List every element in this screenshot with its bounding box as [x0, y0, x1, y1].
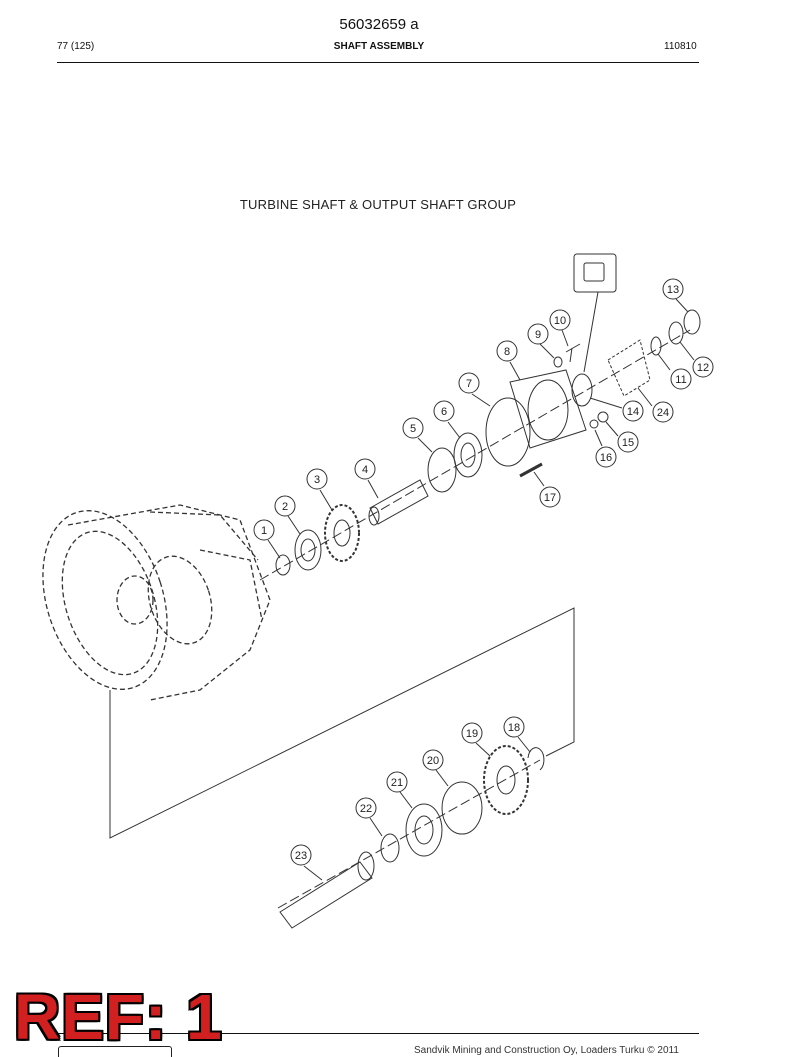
- part-16-nut: [589, 419, 599, 429]
- callout-12: 12: [679, 341, 714, 378]
- assembly-connector: [109, 607, 575, 839]
- svg-text:8: 8: [504, 346, 510, 358]
- callout-13: 13: [662, 278, 689, 313]
- part-19-gear: [483, 745, 529, 815]
- part-10-bolt: [565, 343, 581, 363]
- svg-text:9: 9: [535, 329, 541, 341]
- ref-stamp: REF: 1: [14, 981, 223, 1053]
- part-4-shaft: [369, 479, 429, 525]
- svg-text:14: 14: [627, 406, 639, 418]
- part-15-nut: [597, 411, 609, 423]
- detail-inset: [573, 253, 617, 293]
- figure-title: TURBINE SHAFT & OUTPUT SHAFT GROUP: [239, 197, 517, 212]
- svg-text:6: 6: [441, 406, 447, 418]
- svg-text:10: 10: [554, 315, 566, 327]
- callout-24: 24: [637, 387, 674, 423]
- svg-text:15: 15: [622, 437, 634, 449]
- document-code: 110810: [664, 41, 697, 52]
- part-12-washer: [668, 321, 684, 345]
- document-number: 56032659 a: [339, 16, 419, 33]
- part-24-flange: [607, 339, 651, 397]
- callout-18: 18: [503, 716, 531, 753]
- callout-5: 5: [402, 417, 433, 453]
- part-13-nut: [683, 309, 701, 335]
- svg-text:19: 19: [466, 728, 478, 740]
- part-14-seal: [571, 373, 593, 407]
- callout-15: 15: [605, 421, 639, 453]
- lower-axis: [277, 759, 541, 909]
- part-23-shaft: [279, 861, 373, 929]
- svg-text:4: 4: [362, 464, 368, 476]
- callout-7: 7: [458, 372, 491, 407]
- svg-text:2: 2: [282, 501, 288, 513]
- part-18-snap-ring: [527, 747, 545, 771]
- upper-axis: [259, 329, 691, 581]
- page-number: 77 (125): [57, 41, 95, 52]
- part-6-bearing: [453, 432, 483, 478]
- callout-23: 23: [290, 844, 323, 881]
- svg-text:5: 5: [410, 423, 416, 435]
- callout-10: 10: [549, 309, 571, 347]
- header-rule: [57, 62, 699, 63]
- svg-text:23: 23: [295, 850, 307, 862]
- callout-4: 4: [354, 458, 379, 499]
- svg-text:12: 12: [697, 362, 709, 374]
- transmission-housing: [42, 504, 271, 701]
- svg-text:7: 7: [466, 378, 472, 390]
- callout-20: 20: [422, 749, 449, 787]
- section-title: SHAFT ASSEMBLY: [333, 41, 425, 52]
- part-22-ring: [380, 833, 400, 863]
- part-2-bearing: [294, 529, 322, 571]
- callout-11: 11: [657, 353, 692, 390]
- callout-16: 16: [594, 429, 617, 468]
- svg-text:11: 11: [675, 374, 686, 386]
- svg-text:21: 21: [391, 777, 403, 789]
- svg-text:16: 16: [600, 452, 612, 464]
- part-5-oring: [427, 447, 457, 493]
- part-17-pin: [519, 462, 543, 478]
- callout-14: 14: [589, 397, 644, 422]
- callout-1: 1: [253, 519, 281, 559]
- part-8-flange: [509, 369, 587, 449]
- callout-17: 17: [533, 471, 561, 508]
- callout-6: 6: [433, 400, 461, 439]
- part-20-oring: [441, 781, 483, 835]
- part-3-gear: [324, 504, 360, 562]
- footer-rule: [57, 1033, 699, 1034]
- part-11-ring: [650, 336, 662, 356]
- svg-text:3: 3: [314, 474, 320, 486]
- svg-text:24: 24: [657, 407, 669, 419]
- svg-text:1: 1: [261, 525, 267, 537]
- callout-22: 22: [355, 797, 383, 837]
- part-21-bearing: [405, 803, 443, 857]
- svg-text:13: 13: [667, 284, 679, 296]
- callout-21: 21: [386, 771, 413, 809]
- part-1-ring: [275, 554, 291, 576]
- company-logo: [58, 1046, 172, 1057]
- svg-text:22: 22: [360, 803, 372, 815]
- callout-8: 8: [496, 340, 521, 381]
- svg-text:20: 20: [427, 755, 439, 767]
- footer-copyright: Sandvik Mining and Construction Oy, Load…: [414, 1045, 679, 1056]
- callout-2: 2: [274, 495, 301, 535]
- svg-text:17: 17: [544, 492, 556, 504]
- callout-9: 9: [527, 323, 555, 359]
- callout-3: 3: [306, 468, 333, 511]
- part-9-washer: [553, 356, 563, 368]
- svg-text:18: 18: [508, 722, 520, 734]
- callout-19: 19: [461, 722, 491, 757]
- part-7-oring: [485, 397, 531, 467]
